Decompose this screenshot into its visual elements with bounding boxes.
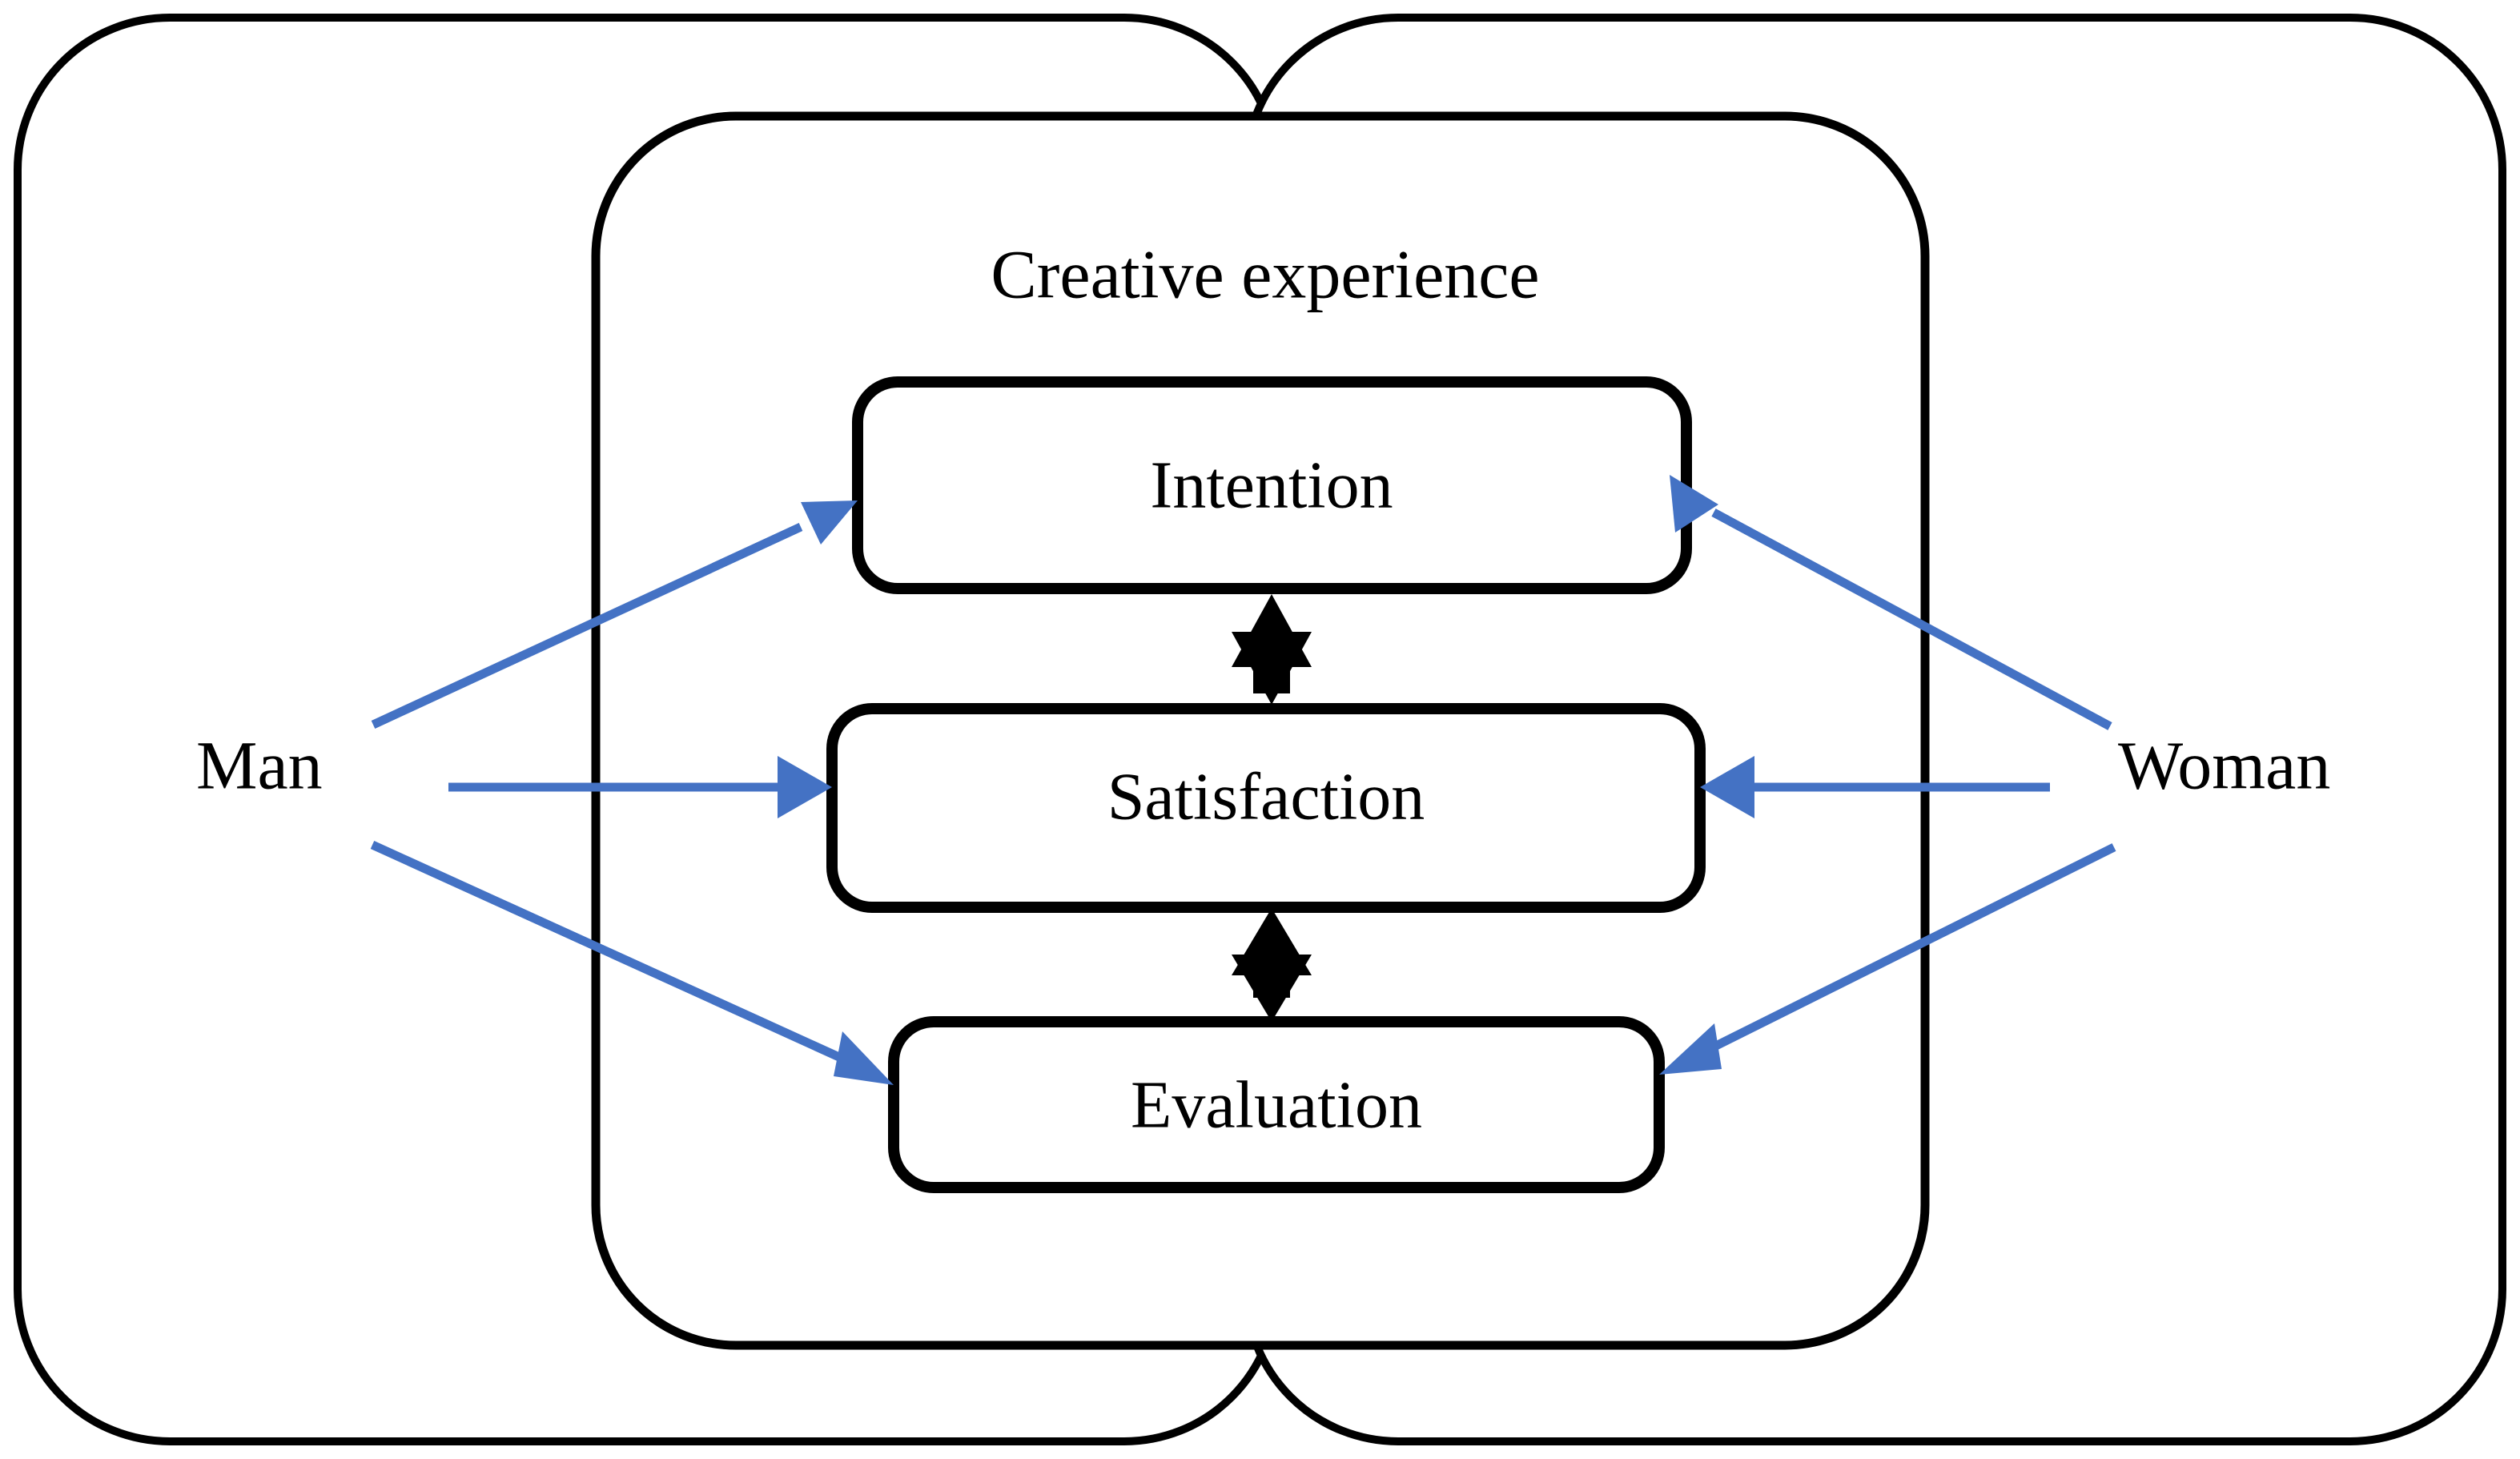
arrow-man-to-evaluation[interactable] bbox=[370, 840, 894, 1085]
label-man: Man bbox=[196, 727, 323, 804]
label-woman: Woman bbox=[2118, 727, 2330, 804]
arrowhead-man-evaluation bbox=[834, 1031, 894, 1085]
node-label-intention: Intention bbox=[1150, 448, 1393, 522]
arrow-intention-satisfaction[interactable] bbox=[1232, 594, 1312, 705]
arrowhead-woman-satisfaction bbox=[1700, 756, 1754, 818]
arrow-satisfaction-evaluation[interactable] bbox=[1232, 908, 1312, 1022]
arrowhead-man-intention bbox=[801, 500, 858, 545]
arrow-man-to-intention[interactable] bbox=[371, 500, 858, 729]
arrow-woman-to-intention[interactable] bbox=[1670, 475, 2112, 730]
arrow-woman-to-satisfaction[interactable] bbox=[1700, 756, 2050, 818]
node-label-satisfaction: Satisfaction bbox=[1107, 759, 1425, 834]
node-label-evaluation: Evaluation bbox=[1131, 1067, 1422, 1142]
arrowhead-woman-evaluation bbox=[1659, 1023, 1722, 1075]
arrowhead-woman-intention bbox=[1670, 475, 1718, 533]
arrow-man-to-satisfaction[interactable] bbox=[448, 756, 832, 818]
arrowhead-man-satisfaction bbox=[778, 756, 832, 818]
node-box-satisfaction[interactable] bbox=[826, 703, 1706, 913]
region-title-creative-experience: Creative experience bbox=[991, 236, 1539, 313]
arrow-woman-to-evaluation[interactable] bbox=[1659, 843, 2116, 1075]
node-box-evaluation[interactable] bbox=[888, 1016, 1665, 1193]
